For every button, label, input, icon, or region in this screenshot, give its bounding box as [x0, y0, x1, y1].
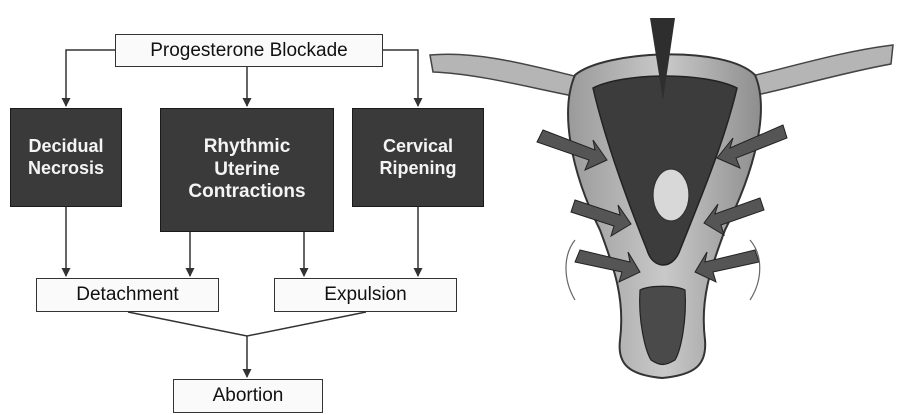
progesterone-blockade-label: Progesterone Blockade — [150, 40, 348, 62]
abortion-label: Abortion — [213, 385, 284, 407]
progesterone-blockade-box: Progesterone Blockade — [115, 34, 383, 67]
rhythmic-contractions-label: Rhythmic Uterine Contractions — [188, 136, 305, 203]
converge-lines — [128, 312, 366, 336]
detachment-box: Detachment — [36, 278, 219, 312]
abortion-box: Abortion — [173, 379, 323, 413]
arrow-to-decidual-necrosis — [66, 50, 115, 106]
uterus-illustration-icon — [425, 0, 898, 415]
rhythmic-contractions-box: Rhythmic Uterine Contractions — [160, 108, 334, 232]
decidual-necrosis-box: Decidual Necrosis — [10, 108, 122, 207]
decidual-necrosis-label: Decidual Necrosis — [28, 136, 104, 178]
detachment-label: Detachment — [76, 284, 178, 306]
arrow-to-cervical-ripening — [383, 50, 418, 106]
expulsion-label: Expulsion — [324, 284, 406, 306]
